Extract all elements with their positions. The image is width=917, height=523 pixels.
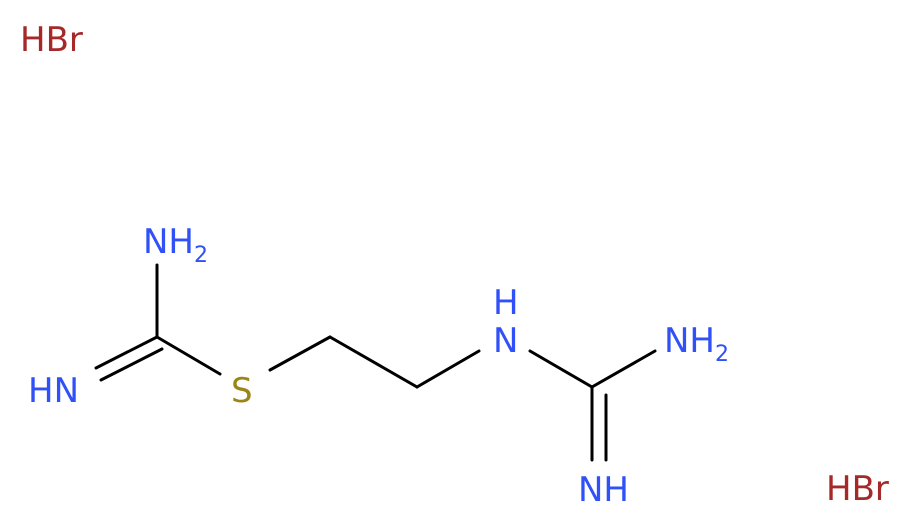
bond-nh-c4 bbox=[528, 349, 594, 389]
bond-c1-hn-double-a bbox=[94, 335, 159, 370]
atom-thiourea-amine: NH2 bbox=[143, 222, 208, 268]
bond-c3-nh bbox=[415, 349, 481, 389]
atom-sulfur: S bbox=[231, 371, 253, 411]
counterion-top-left: HBr bbox=[20, 20, 83, 60]
bond-s-c2 bbox=[268, 335, 332, 372]
atom-guanidine-nh-h: H bbox=[493, 283, 519, 323]
atom-guanidine-amine: NH2 bbox=[664, 321, 729, 367]
atom-guanidine-imine: NH bbox=[578, 470, 629, 510]
atom-labels: NH2 HN S H N NH2 NH bbox=[28, 222, 729, 510]
atom-guanidine-nh-n: N bbox=[493, 321, 518, 361]
bonds bbox=[94, 263, 657, 462]
counterion-bottom-right: HBr bbox=[826, 469, 889, 509]
bond-c1-s bbox=[155, 335, 222, 376]
bond-c1-hn-double-b bbox=[99, 347, 164, 382]
bond-c2-c3 bbox=[328, 335, 419, 389]
atom-thiourea-imine: HN bbox=[28, 371, 79, 411]
counterions: HBr HBr bbox=[20, 20, 889, 509]
bond-c4-nh2 bbox=[590, 349, 657, 389]
